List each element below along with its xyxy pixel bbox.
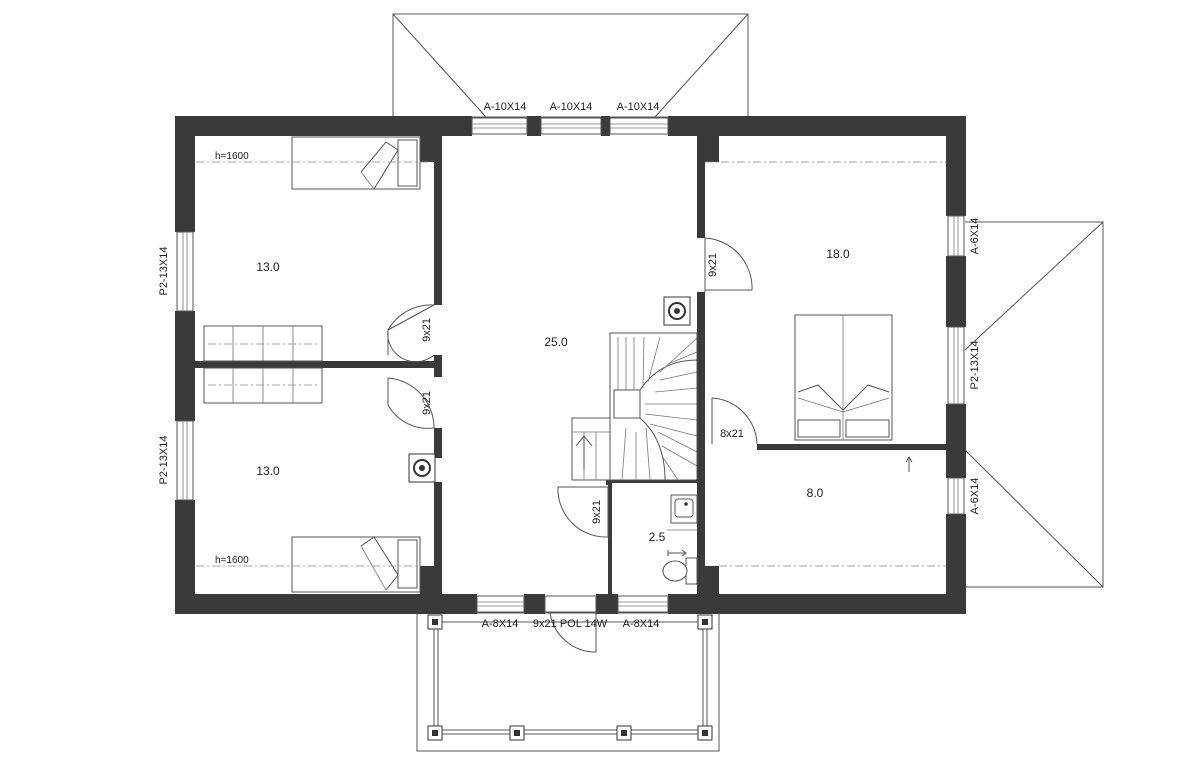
interior-walls [195, 116, 946, 596]
height-annotation: h=1600 [215, 555, 249, 566]
porch-post [427, 614, 443, 630]
window-label: A-10X14 [617, 101, 660, 113]
roof-outline-top [392, 13, 749, 118]
window-top-right: A-10X14 [609, 101, 669, 135]
wardrobe-upper [203, 325, 323, 362]
porch [416, 612, 720, 752]
chimney-hall [663, 296, 691, 326]
window-bottom-right: A-8X14 [617, 595, 669, 630]
height-annotation: h=1600 [215, 151, 249, 162]
window-label: A-8X14 [482, 618, 519, 630]
door-hall-right: 9x21 [704, 237, 753, 292]
up-arrow-icon [905, 456, 913, 472]
roof-outline-right [964, 221, 1104, 588]
door-label: 8x21 [720, 428, 744, 440]
door-bedroom-lower: 9x21 [387, 377, 435, 429]
window-label: A-6X14 [969, 218, 981, 255]
exterior-walls [175, 116, 966, 614]
door-entrance: 9x21 POL 14W [533, 595, 608, 653]
bathroom-vent-arrow [667, 549, 687, 557]
room-area-bedroom-upper: 13.0 [256, 260, 280, 274]
chimney-lower [408, 453, 436, 483]
window-top-mid: A-10X14 [540, 101, 602, 135]
door-label: 9x21 POL 14W [533, 618, 608, 630]
window-label: P2-13X14 [158, 247, 170, 296]
window-label: P2-13X14 [158, 436, 170, 485]
window-right-lower: A-6X14 [947, 477, 981, 515]
porch-post [427, 725, 443, 741]
door-closet: 8x21 [711, 397, 758, 445]
window-left-lower: P2-13X14 [158, 420, 194, 501]
door-bathroom: 9x21 [557, 486, 609, 538]
bed-upper [291, 136, 421, 190]
window-top-left: A-10X14 [471, 101, 528, 135]
door-label: 9x21 [421, 391, 433, 415]
double-bed [794, 314, 893, 441]
porch-post [616, 725, 632, 741]
room-area-bedroom-lower: 13.0 [256, 464, 280, 478]
room-area-closet: 8.0 [807, 486, 824, 500]
door-label: 9x21 [591, 500, 603, 524]
wardrobe-lower [203, 367, 323, 404]
room-area-master-bedroom: 18.0 [826, 247, 850, 261]
bathroom-sink [667, 494, 698, 531]
window-label: A-10X14 [550, 101, 593, 113]
window-right-mid: P2-13X14 [947, 326, 981, 405]
porch-post [697, 725, 713, 741]
door-label: 9x21 [421, 318, 433, 342]
window-label: A-10X14 [484, 101, 527, 113]
porch-post [697, 614, 713, 630]
room-area-hall: 25.0 [544, 335, 568, 349]
window-bottom-left: A-8X14 [476, 595, 525, 630]
window-left-upper: P2-13X14 [158, 231, 194, 312]
window-label: P2-13X14 [969, 341, 981, 390]
door-bedroom-upper: 9x21 [387, 304, 435, 363]
bed-lower [291, 536, 421, 593]
room-area-bathroom: 2.5 [649, 530, 666, 544]
porch-post [509, 725, 525, 741]
window-label: A-6X14 [969, 478, 981, 515]
door-label: 9x21 [707, 253, 719, 277]
window-label: A-8X14 [623, 618, 660, 630]
bathroom-toilet [662, 557, 698, 585]
window-right-upper: A-6X14 [947, 215, 981, 257]
staircase [571, 332, 698, 481]
